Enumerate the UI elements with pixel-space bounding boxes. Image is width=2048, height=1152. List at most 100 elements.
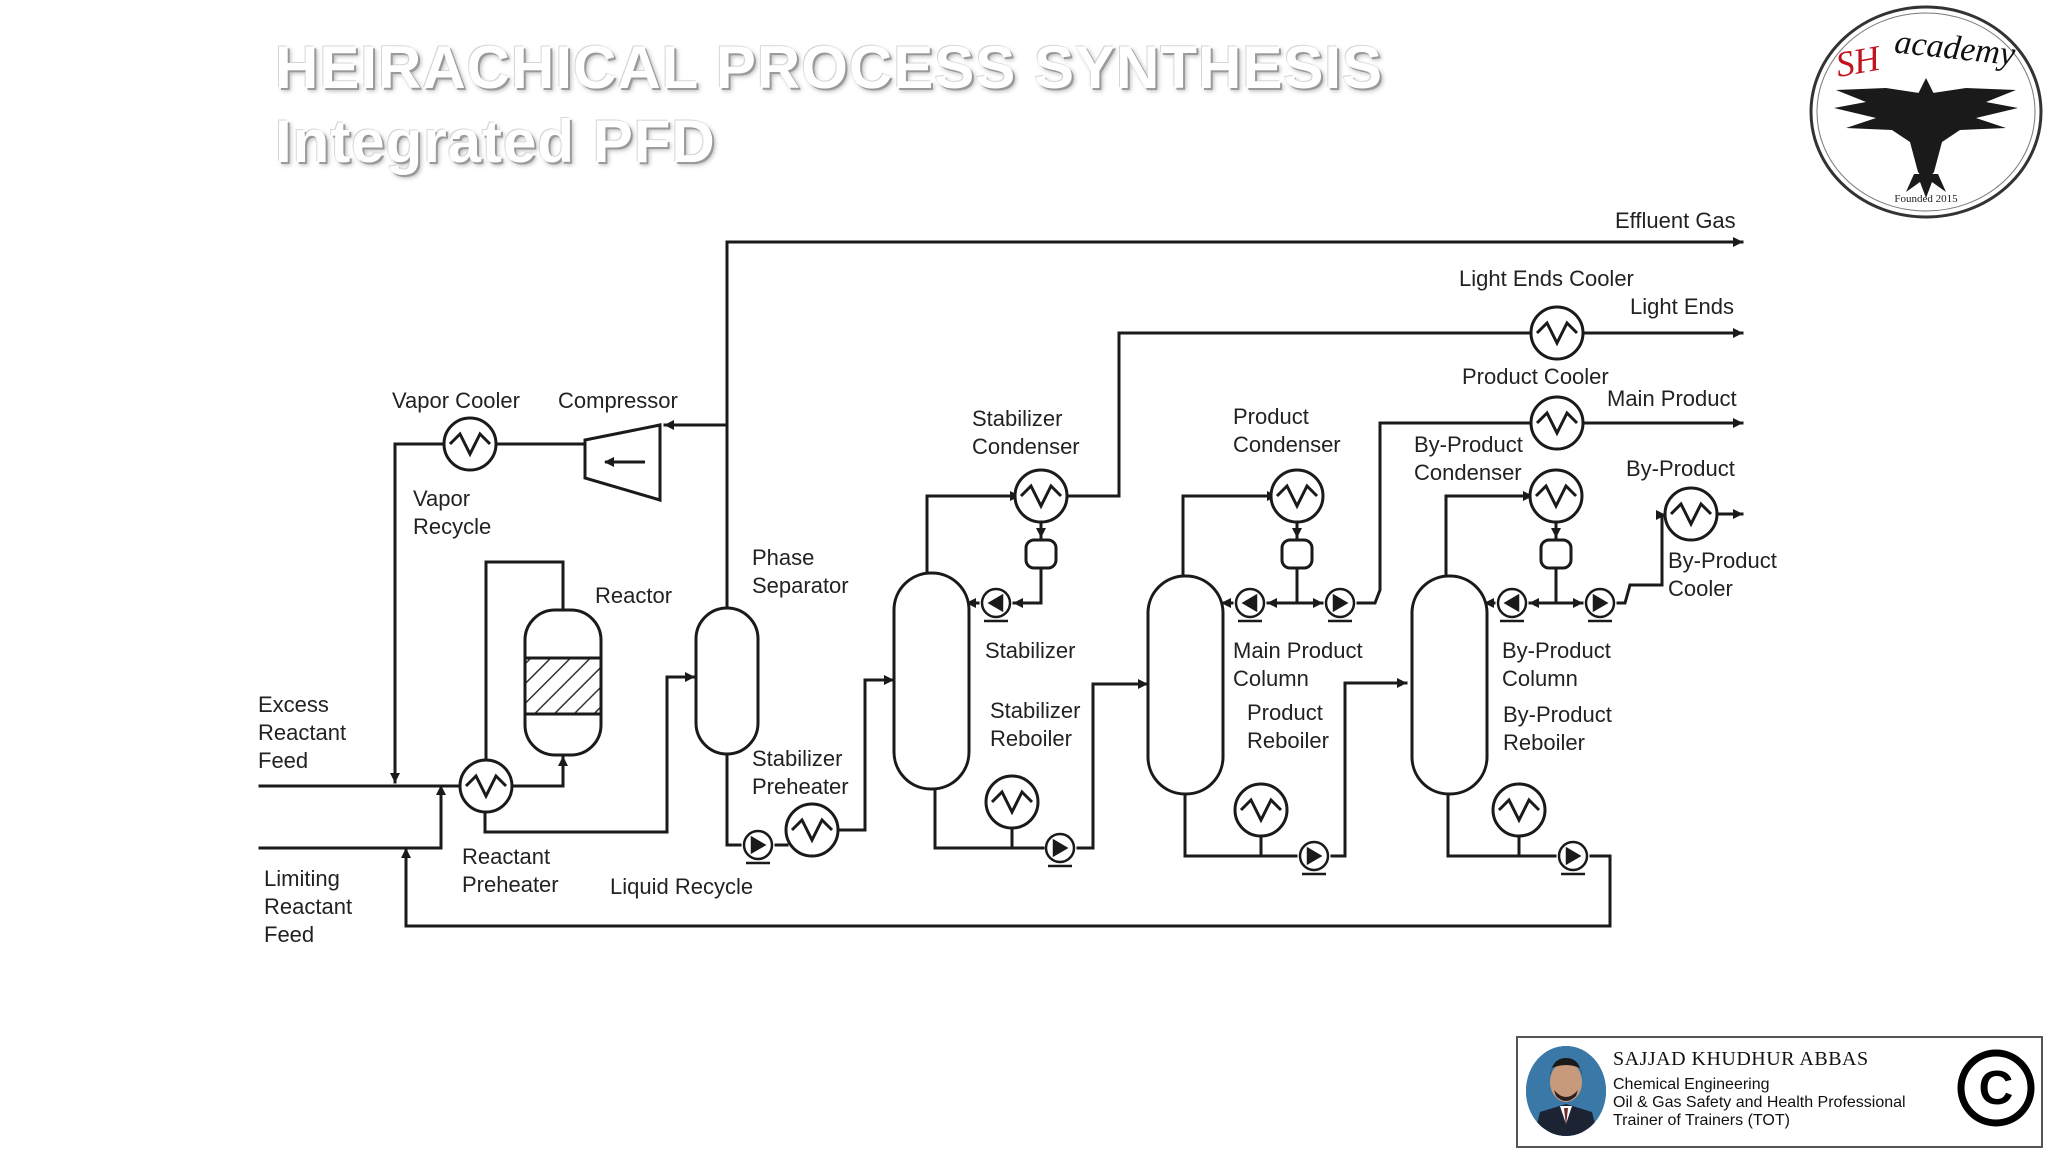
- label-stabilizer-condenser-2: Condenser: [972, 434, 1080, 459]
- product-reflux-drum: [1280, 538, 1314, 570]
- label-stabilizer: Stabilizer: [985, 638, 1075, 663]
- copyright-icon: C: [1957, 1049, 2035, 1127]
- separator-liquid-line: [725, 748, 742, 847]
- page-title: HEIRACHICAL PROCESS SYNTHESIS: [275, 34, 1384, 101]
- label-limiting-feed: Limiting: [264, 866, 340, 891]
- separator-pump: [742, 829, 774, 865]
- stabilizer-bottoms-to-column: [1076, 679, 1149, 850]
- product-condenser-exchanger: [1269, 468, 1325, 524]
- label-excess-feed: Excess: [258, 692, 329, 717]
- compressor: [583, 423, 662, 503]
- stabilizer-condenser-exchanger: [1013, 468, 1069, 524]
- label-liquid-recycle: Liquid Recycle: [610, 874, 753, 899]
- byproduct-reflux-drum: [1539, 538, 1573, 570]
- label-reactor: Reactor: [595, 583, 672, 608]
- light-ends-line: [1065, 331, 1532, 498]
- stabilizer-reflux-drum: [1024, 538, 1058, 570]
- label-light-ends-cooler: Light Ends Cooler: [1459, 266, 1634, 291]
- label-product-condenser: Product: [1233, 404, 1309, 429]
- label-phase-separator-2: Separator: [752, 573, 849, 598]
- stabilizer-preheater-to-stabilizer: [836, 675, 895, 832]
- stabilizer-preheater-exchanger: [784, 802, 840, 858]
- byproduct-reflux-pump: [1496, 587, 1528, 623]
- author-card: SAJJAD KHUDHUR ABBAS Chemical Engineerin…: [1516, 1036, 2043, 1148]
- product-reboiler-exchanger: [1233, 782, 1289, 838]
- label-byproduct-reboiler: By-Product: [1503, 702, 1612, 727]
- label-vapor-cooler: Vapor Cooler: [392, 388, 520, 413]
- stabilizer-bottoms: [933, 785, 1045, 850]
- stabilizer-overhead: [925, 491, 1021, 577]
- label-byproduct: By-Product: [1626, 456, 1735, 481]
- label-main-product-column: Main Product: [1233, 638, 1363, 663]
- vapor-cooler-exchanger: [442, 416, 498, 472]
- stabilizer-column: [892, 571, 971, 791]
- byproduct-distillate-pump: [1584, 587, 1616, 623]
- label-phase-separator: Phase: [752, 545, 814, 570]
- main-product-column: [1146, 574, 1225, 796]
- label-stabilizer-preheater-2: Preheater: [752, 774, 849, 799]
- product-distillate-pump: [1324, 587, 1356, 623]
- label-product-condenser-2: Condenser: [1233, 432, 1341, 457]
- svg-text:SH: SH: [1833, 38, 1885, 85]
- label-stabilizer-condenser: Stabilizer: [972, 406, 1062, 431]
- author-role-2: Oil & Gas Safety and Health Professional: [1613, 1094, 1906, 1111]
- product-bottoms-pump: [1298, 840, 1330, 876]
- eagle-icon: [1834, 78, 2018, 198]
- svg-text:C: C: [1979, 1062, 2014, 1115]
- label-stabilizer-preheater: Stabilizer: [752, 746, 842, 771]
- byproduct-bottoms-pump: [1557, 840, 1589, 876]
- svg-text:Founded 2015: Founded 2015: [1894, 193, 1958, 205]
- byproduct-reboiler-exchanger: [1491, 782, 1547, 838]
- label-byproduct-condenser: By-Product: [1414, 432, 1523, 457]
- product-reflux-pump: [1234, 587, 1266, 623]
- light-ends-cooler-exchanger: [1529, 305, 1585, 361]
- effluent-gas-line: [725, 237, 1744, 612]
- label-reactant-preheater-2: Preheater: [462, 872, 559, 897]
- limiting-feed-line: [258, 784, 446, 850]
- reactant-preheater-to-reactor: [509, 755, 568, 788]
- product-column-overhead: [1181, 491, 1278, 580]
- byproduct-column: [1410, 574, 1489, 796]
- byproduct-line: [1616, 510, 1667, 605]
- label-limiting-feed-2: Reactant: [264, 894, 352, 919]
- author-photo: [1526, 1046, 1606, 1136]
- label-byproduct-column: By-Product: [1502, 638, 1611, 663]
- author-role-3: Trainer of Trainers (TOT): [1613, 1112, 1790, 1129]
- author-role-1: Chemical Engineering: [1613, 1076, 1770, 1093]
- label-limiting-feed-3: Feed: [264, 922, 314, 947]
- stabilizer-reboiler-exchanger: [984, 774, 1040, 830]
- vapor-recycle-line: [390, 442, 446, 784]
- stabilizer-reflux-pump: [980, 587, 1012, 623]
- label-product-cooler: Product Cooler: [1462, 364, 1609, 389]
- label-stabilizer-reboiler-2: Reboiler: [990, 726, 1072, 751]
- label-byproduct-condenser-2: Condenser: [1414, 460, 1522, 485]
- label-byproduct-reboiler-2: Reboiler: [1503, 730, 1585, 755]
- label-byproduct-cooler-2: Cooler: [1668, 576, 1733, 601]
- stabilizer-bottoms-pump: [1044, 832, 1076, 868]
- label-product-reboiler-2: Reboiler: [1247, 728, 1329, 753]
- label-excess-feed-2: Reactant: [258, 720, 346, 745]
- byproduct-cooler-exchanger: [1663, 486, 1719, 542]
- label-reactant-preheater: Reactant: [462, 844, 550, 869]
- page-subtitle: Integrated PFD: [275, 108, 716, 175]
- label-light-ends: Light Ends: [1630, 294, 1734, 319]
- product-column-bottoms: [1183, 791, 1298, 858]
- label-byproduct-column-2: Column: [1502, 666, 1578, 691]
- product-cooler-exchanger: [1529, 395, 1585, 451]
- label-effluent-gas: Effluent Gas: [1615, 208, 1736, 233]
- phase-separator: [694, 606, 760, 756]
- label-main-product: Main Product: [1607, 386, 1737, 411]
- reactant-preheater-exchanger: [458, 758, 514, 814]
- main-product-line: [1356, 421, 1535, 605]
- label-vapor-recycle: Vapor: [413, 486, 470, 511]
- author-name: SAJJAD KHUDHUR ABBAS: [1613, 1048, 1869, 1070]
- byproduct-condenser-exchanger: [1528, 468, 1584, 524]
- liquid-recycle-line: [401, 847, 1612, 928]
- label-product-reboiler: Product: [1247, 700, 1323, 725]
- label-byproduct-cooler: By-Product: [1668, 548, 1777, 573]
- product-bottoms-to-byproduct-column: [1330, 678, 1408, 858]
- reactor: [523, 608, 603, 757]
- shacademy-logo: SH academy Founded 2015: [1809, 5, 2043, 219]
- reactor-to-preheater: [481, 560, 565, 771]
